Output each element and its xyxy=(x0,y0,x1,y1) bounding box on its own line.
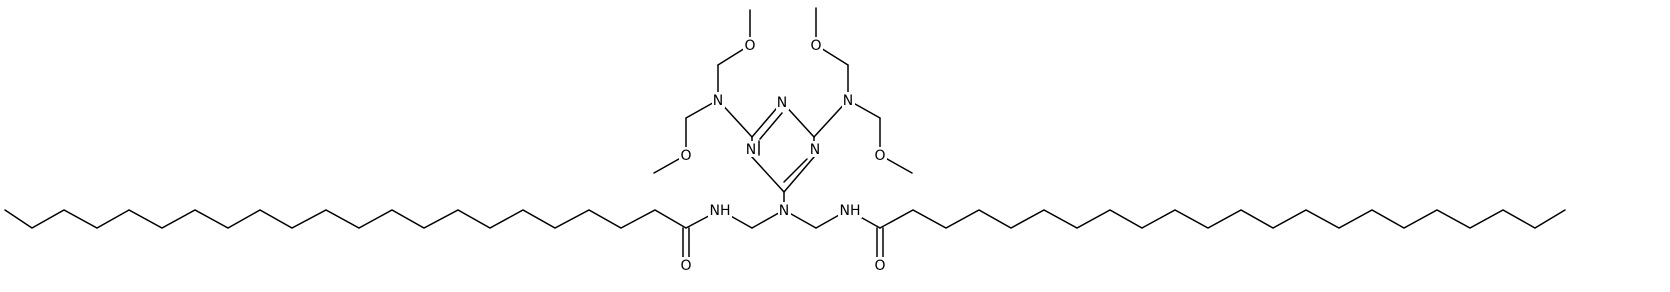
upper-left-amino-group xyxy=(653,9,753,174)
left-alkyl-chain xyxy=(4,209,687,229)
left-carbonyl xyxy=(682,227,690,263)
o-carbonyl-right-label: O xyxy=(874,258,885,274)
o-methoxy-lr-label: O xyxy=(874,148,885,164)
nh-amide-left-label: NH xyxy=(710,203,731,219)
upper-right-amino-group xyxy=(813,7,913,174)
o-methoxy-ur-label: O xyxy=(810,38,821,54)
n-ring-top-label: N xyxy=(777,95,787,111)
triazine-ring xyxy=(751,101,815,193)
n-amine-left-label: N xyxy=(713,93,723,109)
o-methoxy-ll-label: O xyxy=(680,148,691,164)
n-amine-right-label: N xyxy=(843,93,853,109)
atom-labels: N N N N N N O O O O NH NH O O xyxy=(679,37,887,274)
o-carbonyl-left-label: O xyxy=(680,258,691,274)
n-ring-left-label: N xyxy=(746,142,756,158)
n-amine-bottom-label: N xyxy=(779,203,789,219)
right-alkyl-chain xyxy=(879,209,1566,229)
right-carbonyl xyxy=(876,227,884,263)
n-ring-right-label: N xyxy=(810,142,820,158)
o-methoxy-ul-label: O xyxy=(744,38,755,54)
nh-amide-right-label: NH xyxy=(840,203,861,219)
